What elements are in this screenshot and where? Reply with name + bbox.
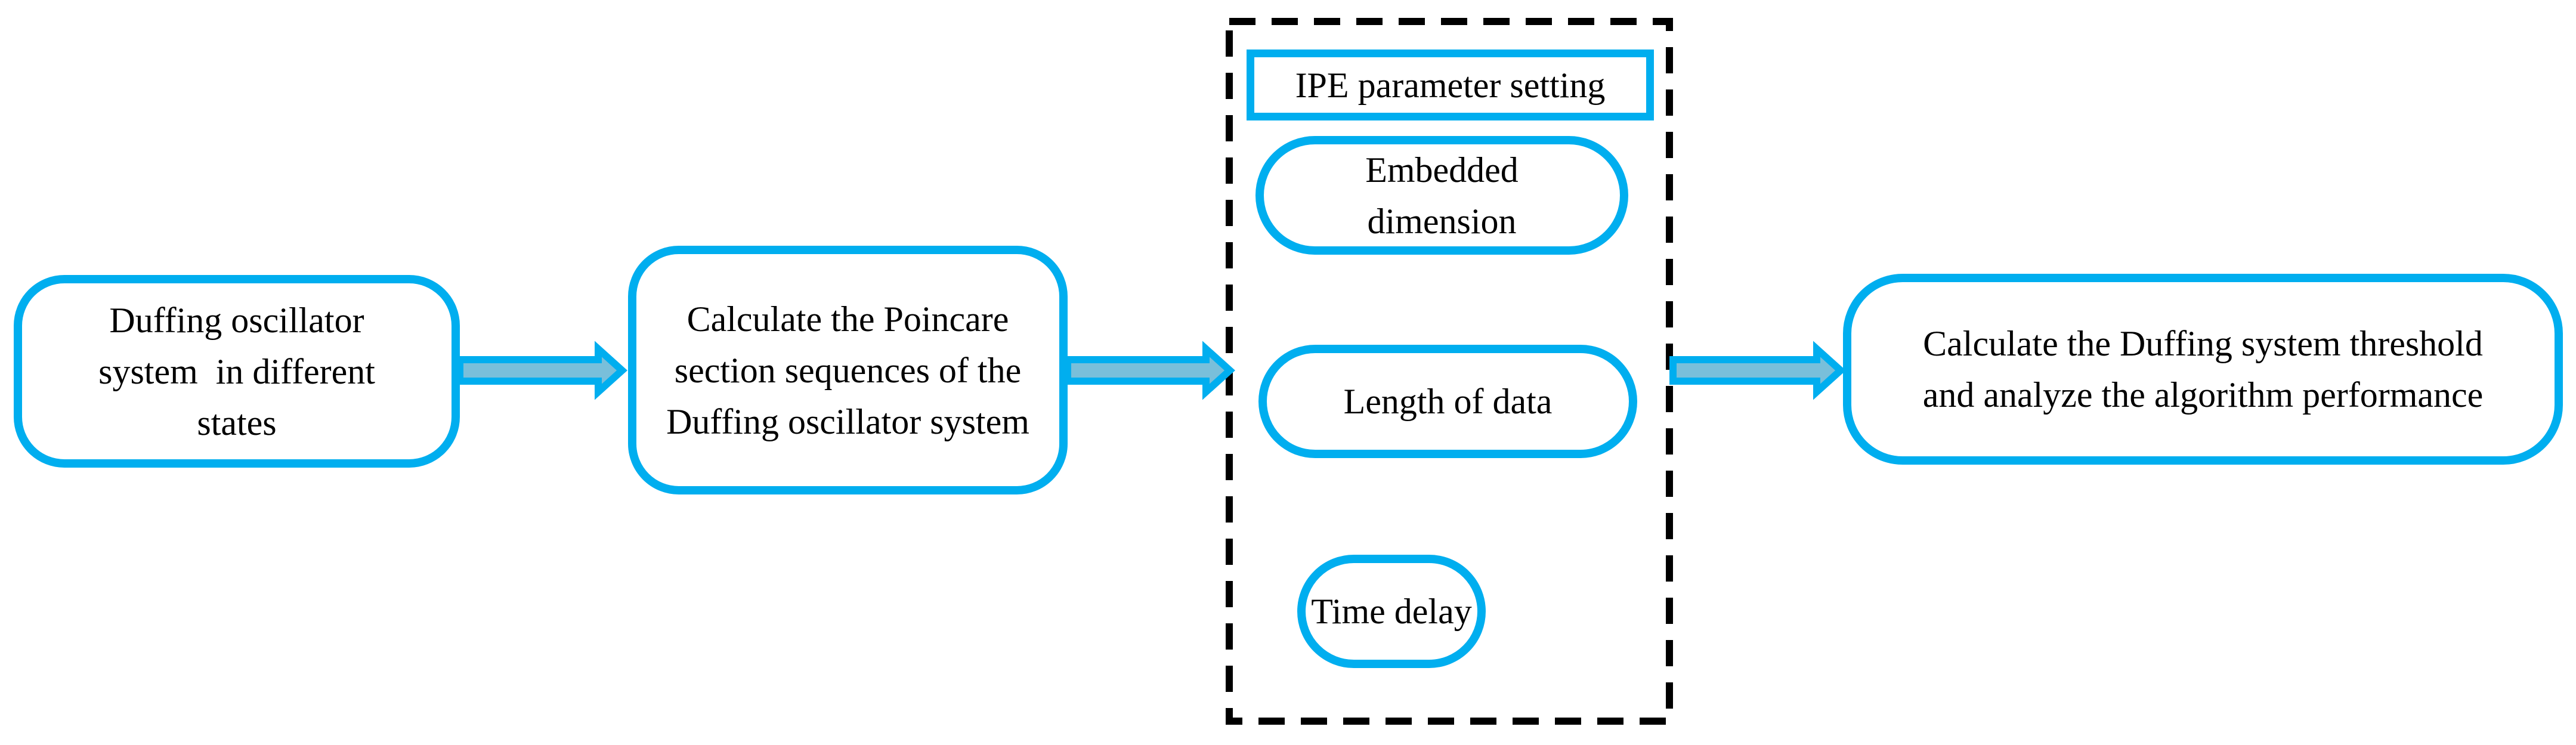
param-embedded-dimension: Embedded dimension bbox=[1255, 136, 1628, 255]
flow-arrow-2 bbox=[1064, 341, 1235, 400]
node-threshold-analysis: Calculate the Duffing system threshold a… bbox=[1843, 274, 2563, 465]
node-poincare-sequences-label: Calculate the Poincare section sequences… bbox=[666, 299, 1029, 441]
param-embedded-dimension-label: Embedded dimension bbox=[1365, 150, 1519, 241]
param-length-of-data-label: Length of data bbox=[1343, 382, 1553, 421]
flow-arrow-1 bbox=[456, 341, 627, 400]
flow-arrow-3 bbox=[1669, 341, 1846, 400]
node-duffing-states: Duffing oscillator system in different s… bbox=[14, 275, 460, 468]
param-length-of-data: Length of data bbox=[1258, 345, 1637, 458]
node-duffing-states-label: Duffing oscillator system in different s… bbox=[98, 300, 375, 443]
param-time-delay: Time delay bbox=[1297, 555, 1486, 668]
ipe-parameter-setting-box: IPE parameter setting bbox=[1247, 50, 1654, 120]
node-threshold-analysis-label: Calculate the Duffing system threshold a… bbox=[1922, 324, 2484, 415]
ipe-parameter-setting-label: IPE parameter setting bbox=[1295, 65, 1606, 105]
node-poincare-sequences: Calculate the Poincare section sequences… bbox=[628, 246, 1068, 494]
param-time-delay-label: Time delay bbox=[1311, 592, 1472, 631]
